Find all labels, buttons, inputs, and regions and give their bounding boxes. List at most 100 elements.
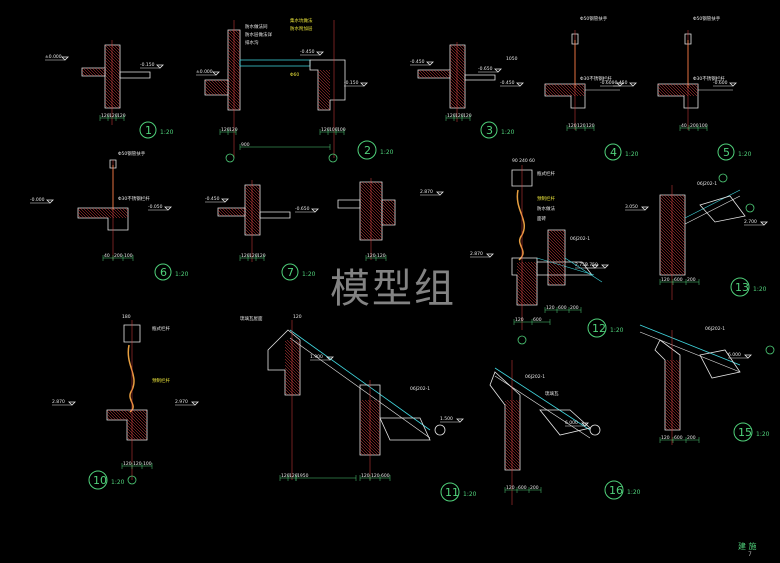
hatch-line (533, 261, 538, 266)
note-text: 面砖 (537, 215, 546, 222)
elevation-marker: -0.000 (30, 197, 54, 204)
hatch-line (544, 83, 558, 97)
level-text: -0.450 (300, 49, 315, 55)
hatch-line (549, 229, 566, 246)
dimension-text: 200 (687, 435, 696, 441)
hatch-line (504, 427, 521, 444)
hatch-line (687, 83, 699, 95)
hatch-line (504, 421, 521, 438)
waterproof-line (536, 257, 595, 276)
hatch-line (284, 340, 301, 357)
hatch-line (367, 181, 383, 197)
level-text: -0.450 (410, 59, 425, 65)
hatch-line (244, 189, 261, 206)
hatch-line (242, 207, 246, 211)
hatch-line (244, 195, 261, 212)
level-text: -0.450 (613, 80, 628, 86)
hatch-line (359, 236, 364, 241)
roof-line (564, 257, 603, 283)
hatch-line (421, 69, 431, 79)
level-triangle (616, 82, 624, 87)
hatch-line (386, 199, 396, 209)
hatch-line (284, 385, 295, 396)
elevation-marker: -0.600 (713, 80, 737, 87)
elevation-marker: 3.050 (625, 204, 649, 211)
hatch-line (106, 207, 118, 219)
level-text: -0.600 (600, 80, 615, 86)
hatch-line (504, 418, 521, 435)
hatch-pattern (77, 207, 129, 219)
hatch-line (135, 409, 147, 421)
hatch-line (449, 89, 466, 106)
hatch-line (678, 83, 692, 97)
roof-line (639, 324, 741, 366)
hatch-line (547, 272, 561, 286)
hatch-line (284, 370, 301, 387)
hatch-pattern (126, 419, 148, 441)
hatch-line (204, 88, 212, 96)
elevation-marker: 2.700 (744, 219, 768, 226)
elevation-marker: -0.450 (613, 80, 637, 87)
hatch-line (669, 359, 681, 371)
hatch-line (284, 361, 301, 378)
level-text: 2.870 (52, 399, 65, 405)
hatch-line (77, 211, 85, 219)
hatch-line (104, 47, 121, 64)
eave-section (699, 349, 741, 379)
eave-section (379, 417, 431, 441)
wall-section (359, 181, 383, 241)
elevation-marker: -0.150 (140, 62, 164, 69)
hatch-line (361, 399, 381, 419)
dimension-text: 120 (293, 314, 302, 320)
hatch-line (458, 44, 466, 52)
hatch-line (439, 69, 449, 79)
hatch-line (133, 419, 148, 434)
hatch-pattern (217, 207, 246, 217)
hatch-line (455, 44, 466, 55)
level-text: ±0.000 (45, 54, 62, 60)
detail-number: 16 (609, 484, 623, 497)
detail-number: 7 (287, 266, 294, 279)
hatch-line (547, 230, 566, 249)
dimension-text: 100 (699, 123, 708, 129)
detail-scale: 1:20 (175, 271, 189, 278)
dimension-text: 120 (289, 473, 298, 479)
level-triangle (744, 354, 752, 359)
watermark-text: 模型组 (330, 266, 456, 312)
detail-scale: 1:20 (160, 129, 174, 136)
hatch-line (675, 359, 681, 365)
hatch-line (664, 411, 681, 428)
detail-number: 2 (364, 144, 371, 157)
level-triangle (156, 64, 164, 69)
hatch-line (424, 69, 434, 79)
note-text: 排水沟 (245, 39, 259, 46)
hatch-line (251, 184, 261, 194)
level-triangle (61, 56, 69, 61)
hatch-line (449, 68, 466, 85)
elevation-marker: -0.050 (148, 204, 172, 211)
hatch-line (664, 381, 681, 398)
level-triangle (486, 253, 494, 258)
hatch-line (684, 83, 698, 97)
hatch-line (244, 228, 252, 236)
slab-section (536, 261, 593, 276)
level-text: -0.600 (713, 80, 728, 86)
hatch-line (204, 91, 209, 96)
dimension-text: 600 (674, 435, 683, 441)
hatch-line (659, 226, 686, 253)
hatch-line (111, 409, 123, 421)
detail-scale: 1:20 (625, 151, 639, 158)
hatch-line (228, 29, 241, 42)
level-text: -0.650 (478, 66, 493, 72)
hatch-line (417, 74, 422, 79)
hatch-line (284, 379, 301, 396)
slab-section (381, 199, 396, 226)
dimension-text: 1950 (297, 473, 309, 479)
level-text: 2.870 (420, 189, 433, 195)
hatch-line (103, 67, 106, 70)
